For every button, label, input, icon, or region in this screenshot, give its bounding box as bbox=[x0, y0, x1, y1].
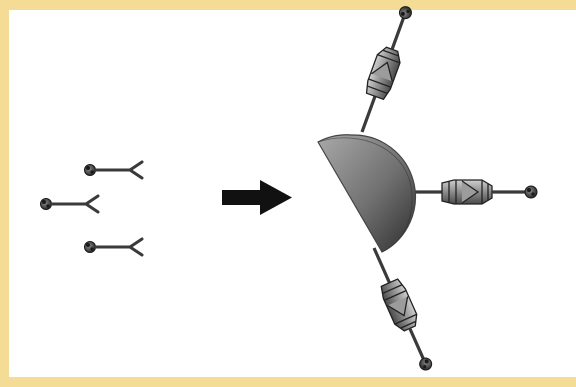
conjugate-core bbox=[317, 134, 416, 253]
free-antibody-middle bbox=[39, 194, 100, 214]
free-antibodies-group bbox=[39, 160, 144, 257]
arm-bottom bbox=[361, 241, 441, 376]
free-antibody-top bbox=[83, 160, 144, 180]
arm-right bbox=[402, 178, 539, 206]
free-antibody-bottom bbox=[83, 237, 144, 257]
conjugate-group bbox=[317, 1, 539, 376]
reaction-arrow bbox=[222, 180, 292, 215]
arm-top bbox=[349, 1, 421, 138]
